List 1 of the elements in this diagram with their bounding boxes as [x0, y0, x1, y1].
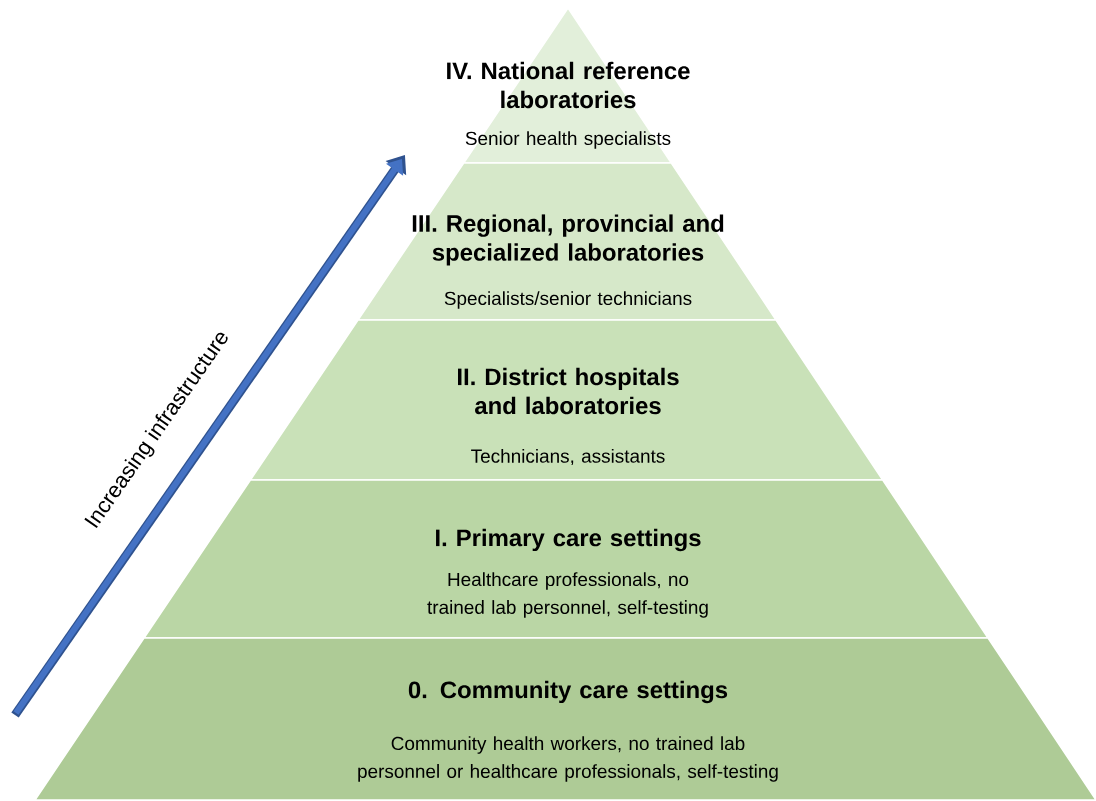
- pyramid-tier: II. District hospitals and laboratories Technicians, assistants: [249, 319, 885, 481]
